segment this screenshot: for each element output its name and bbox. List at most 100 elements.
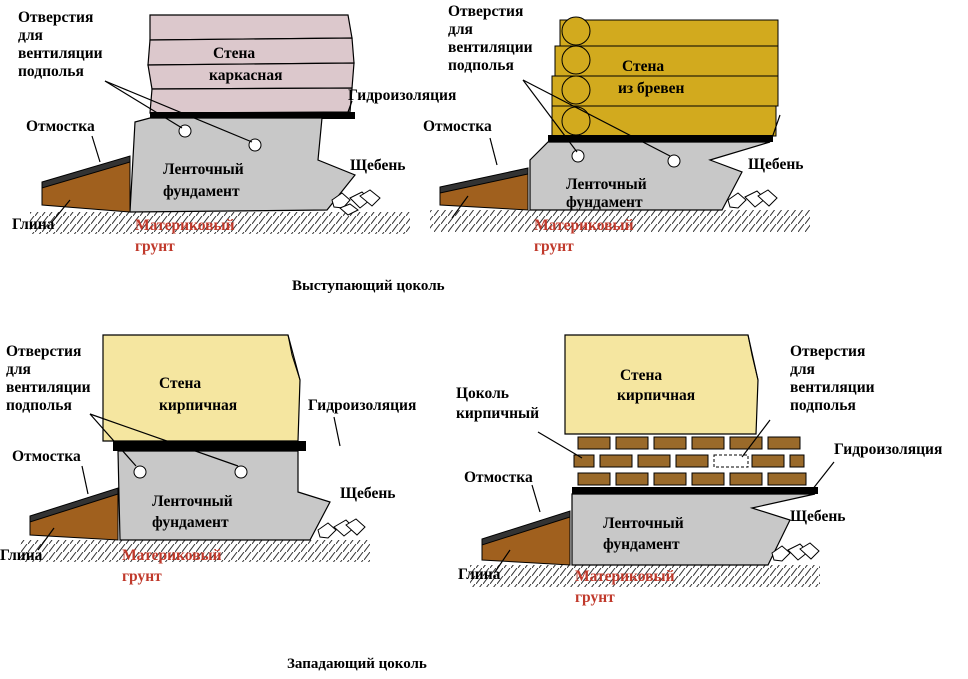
label-vent-line: для (18, 27, 43, 44)
svg-text:Щебень: Щебень (340, 485, 395, 502)
label-vent-line: Отверстия (790, 343, 865, 360)
panel-frame-wall: Отверстия для вентиляции подполья Стена … (12, 9, 456, 255)
label-waterproofing: Гидроизоляция (834, 441, 942, 458)
label-native-soil: Материковый (534, 217, 634, 234)
label-gravel: Щебень (748, 156, 803, 173)
label-clay: Глина (458, 566, 501, 583)
svg-text:Отмостка: Отмостка (464, 469, 533, 486)
svg-text:Отверстия: Отверстия (18, 9, 93, 26)
label-native-soil: Материковый (135, 217, 235, 234)
svg-text:каркасная: каркасная (209, 67, 282, 84)
label-plinth: кирпичный (456, 405, 539, 422)
panel-brick-wall-recessed: Отверстия для вентиляции подполья Стена … (0, 334, 416, 585)
caption-protruding: Выступающий цоколь (292, 278, 445, 294)
svg-text:для: для (448, 21, 473, 38)
label-vent-line: Отверстия (448, 3, 523, 20)
log-wall (551, 16, 779, 137)
blind-area-top (41, 155, 131, 189)
label-wall: Стена (620, 367, 662, 384)
svg-text:Материковый: Материковый (575, 568, 675, 585)
svg-text:Гидроизоляция: Гидроизоляция (348, 87, 456, 104)
strip-foundation (529, 141, 771, 211)
strip-foundation (129, 117, 356, 213)
svg-text:грунт: грунт (135, 238, 175, 255)
label-blind-area: Отмостка (423, 118, 492, 135)
svg-text:Западающий цоколь: Западающий цоколь (287, 656, 427, 672)
label-vent-line: подполья (18, 63, 84, 80)
svg-text:кирпичный: кирпичный (456, 405, 539, 422)
svg-text:Стена: Стена (622, 58, 664, 75)
svg-text:кирпичная: кирпичная (617, 387, 695, 404)
caption-recessed: Западающий цоколь (287, 656, 427, 672)
svg-text:Отмостка: Отмостка (423, 118, 492, 135)
label-vent-line: для (6, 361, 31, 378)
label-blind-area: Отмостка (12, 448, 81, 465)
svg-text:фундамент: фундамент (566, 194, 643, 211)
svg-text:из бревен: из бревен (618, 80, 685, 97)
gravel (727, 189, 778, 209)
label-vent-line: вентиляции (448, 39, 533, 56)
label-clay: Глина (0, 547, 43, 564)
svg-text:Цоколь: Цоколь (456, 385, 509, 402)
svg-text:Отверстия: Отверстия (6, 343, 81, 360)
blind-area-top (481, 510, 571, 546)
label-foundation: Ленточный (163, 161, 244, 178)
frame-wall (147, 14, 355, 114)
vent-hole (234, 465, 248, 479)
label-wall: Стена (159, 375, 201, 392)
label-vent-line: подполья (790, 397, 856, 414)
svg-text:Глина: Глина (458, 566, 501, 583)
svg-text:подполья: подполья (6, 397, 72, 414)
vent-hole (248, 138, 262, 152)
svg-text:подполья: подполья (790, 397, 856, 414)
svg-text:Глина: Глина (0, 547, 43, 564)
svg-text:Ленточный: Ленточный (163, 161, 244, 178)
svg-text:грунт: грунт (122, 568, 162, 585)
svg-text:Отмостка: Отмостка (26, 118, 95, 135)
label-vent-line: Отверстия (6, 343, 81, 360)
svg-text:Стена: Стена (620, 367, 662, 384)
label-waterproofing: Гидроизоляция (348, 87, 456, 104)
svg-text:вентиляции: вентиляции (6, 379, 91, 396)
label-waterproofing: Гидроизоляция (308, 397, 416, 414)
label-wall: из бревен (618, 80, 685, 97)
ground-hatch (30, 212, 410, 234)
label-foundation: фундамент (566, 194, 643, 211)
svg-text:Отверстия: Отверстия (448, 3, 523, 20)
svg-text:Отмостка: Отмостка (12, 448, 81, 465)
svg-text:грунт: грунт (534, 238, 574, 255)
label-native-soil: грунт (575, 589, 615, 606)
label-native-soil: Материковый (122, 547, 222, 564)
svg-text:фундамент: фундамент (163, 183, 240, 200)
label-gravel: Щебень (790, 508, 845, 525)
svg-text:для: для (790, 361, 815, 378)
waterproofing-layer (113, 441, 306, 451)
label-vent-line: вентиляции (6, 379, 91, 396)
strip-foundation (117, 450, 331, 541)
label-vent-line: вентиляции (18, 45, 103, 62)
label-native-soil: грунт (122, 568, 162, 585)
label-blind-area: Отмостка (26, 118, 95, 135)
svg-text:Щебень: Щебень (790, 508, 845, 525)
svg-text:Глина: Глина (12, 216, 55, 233)
label-plinth: Цоколь (456, 385, 509, 402)
svg-text:кирпичная: кирпичная (159, 397, 237, 414)
label-wall: кирпичная (617, 387, 695, 404)
svg-text:Выступающий цоколь: Выступающий цоколь (292, 278, 445, 294)
waterproofing-layer (548, 135, 773, 142)
brick-wall (102, 334, 301, 442)
label-wall: Стена (213, 45, 255, 62)
gravel (331, 189, 381, 216)
ground-hatch (470, 565, 820, 587)
panel-brick-plinth: Отверстия для вентиляции подполья Стена … (456, 334, 942, 606)
label-gravel: Щебень (340, 485, 395, 502)
label-gravel: Щебень (350, 157, 405, 174)
svg-text:для: для (18, 27, 43, 44)
panel-log-wall: Отверстия для вентиляции подполья Стена … (423, 3, 810, 255)
svg-text:Гидроизоляция: Гидроизоляция (308, 397, 416, 414)
brick-plinth (573, 436, 807, 486)
svg-text:Щебень: Щебень (748, 156, 803, 173)
svg-text:Материковый: Материковый (122, 547, 222, 564)
label-native-soil: грунт (135, 238, 175, 255)
